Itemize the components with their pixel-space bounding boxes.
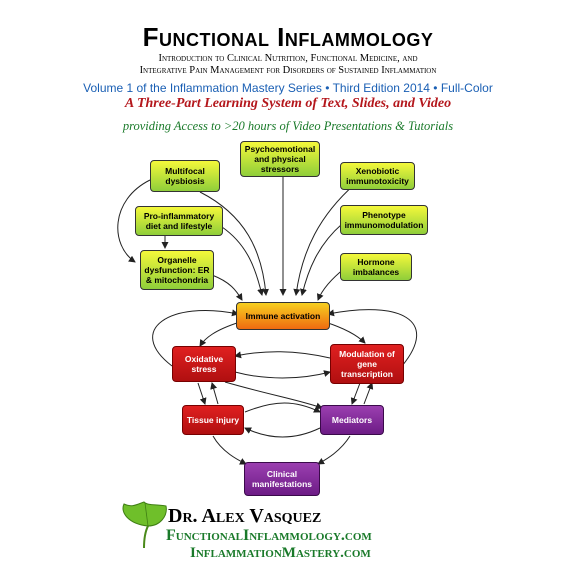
node-psychoemotional-stressors: Psychoemotional and physical stressors xyxy=(240,141,320,177)
arrow-modulation-oxidative xyxy=(234,351,331,359)
arrow-mediators-clinical xyxy=(317,435,351,465)
arrow-organelle-immune xyxy=(211,274,243,301)
arrow-mediators-tissue xyxy=(244,427,321,438)
arrow-multifocal-organelle xyxy=(117,179,151,263)
volume-info: Volume 1 of the Inflammation Mastery Ser… xyxy=(83,81,493,95)
arrow-mediators-modulation xyxy=(363,382,374,405)
arrow-oxidative-modulation xyxy=(234,370,331,379)
node-clinical-manifestations: Clinical manifestations xyxy=(244,462,320,496)
node-oxidative-stress: Oxidative stress xyxy=(172,346,236,382)
arrow-immune-modulation xyxy=(324,321,366,344)
arrow-modulation-mediators xyxy=(350,382,361,405)
website-functional-inflammology[interactable]: FunctionalInflammology.com xyxy=(166,527,372,544)
video-access-line: providing Access to >20 hours of Video P… xyxy=(122,119,454,133)
arrow-feedback-right xyxy=(327,309,418,367)
arrow-oxidative-tissue xyxy=(197,382,207,405)
arrow-oxidative-mediators xyxy=(224,381,323,410)
subtitle-line-1: Introduction to Clinical Nutrition, Func… xyxy=(158,53,418,64)
website-inflammation-mastery[interactable]: InflammationMastery.com xyxy=(190,545,371,561)
tagline: A Three-Part Learning System of Text, Sl… xyxy=(124,96,452,111)
arrow-xenobiotic-immune xyxy=(293,183,356,296)
node-organelle-dysfunction: Organelle dysfunction: ER & mitochondria xyxy=(140,250,214,290)
node-hormone-imbalances: Hormone imbalances xyxy=(340,253,412,281)
node-phenotype-immunomodulation: Phenotype immunomodulation xyxy=(340,205,428,235)
arrow-immune-oxidative xyxy=(199,321,241,347)
node-mediators: Mediators xyxy=(320,405,384,435)
node-tissue-injury: Tissue injury xyxy=(182,405,244,435)
node-xenobiotic-immunotoxicity: Xenobiotic immunotoxicity xyxy=(340,162,415,190)
ginkgo-leaf-icon xyxy=(122,501,167,549)
book-title: Functional Inflammology xyxy=(142,22,434,52)
node-immune-activation: Immune activation xyxy=(236,302,330,330)
arrow-phenotype-immune xyxy=(299,223,343,296)
arrow-tissue-oxidative xyxy=(210,382,219,405)
arrow-tissue-mediators xyxy=(244,402,321,413)
arrow-tissue-clinical xyxy=(212,435,247,465)
arrow-feedback-left xyxy=(152,309,239,367)
node-proinflammatory-diet: Pro-inflammatory diet and lifestyle xyxy=(135,206,223,236)
subtitle-line-2: Integrative Pain Management for Disorder… xyxy=(139,65,437,76)
node-multifocal-dysbiosis: Multifocal dysbiosis xyxy=(150,160,220,192)
author-name: Dr. Alex Vasquez xyxy=(168,505,322,527)
arrow-proinflam-immune xyxy=(221,226,265,296)
arrow-multifocal-immune xyxy=(199,191,269,296)
node-gene-transcription: Modulation of gene transcription xyxy=(330,344,404,384)
